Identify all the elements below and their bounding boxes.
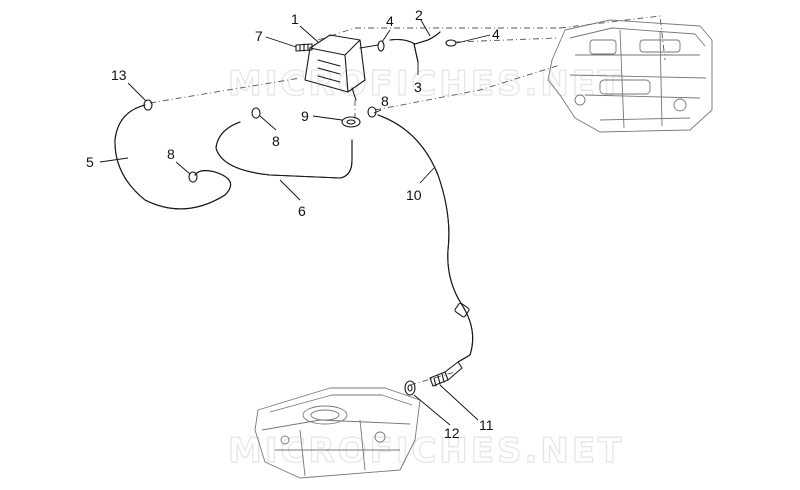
hose-clamp	[367, 106, 377, 118]
callout-3: 3	[414, 79, 422, 95]
callout-13: 13	[111, 67, 127, 83]
small-clips	[377, 39, 457, 52]
callout-4-upper: 4	[386, 13, 394, 29]
breather-tank	[304, 34, 379, 101]
callout-12: 12	[444, 425, 460, 441]
callout-labels: 1 2 3 4 4 5 6 7 8 8 8 9 10 11 12 13	[86, 7, 500, 441]
hose-clamp	[188, 171, 198, 183]
hose-left	[114, 104, 232, 210]
watermark-top: MICROFICHES.NET	[228, 64, 624, 104]
watermark-bottom: MICROFICHES.NET	[228, 431, 624, 471]
callout-8-right: 8	[381, 93, 389, 109]
oil-sump	[254, 387, 421, 479]
airbox-housing	[547, 19, 713, 133]
callout-5: 5	[86, 154, 94, 170]
callout-7: 7	[255, 28, 263, 44]
screw	[295, 43, 313, 52]
hose-long	[377, 114, 474, 363]
union-fitting	[429, 361, 463, 387]
callout-6: 6	[298, 203, 306, 219]
callout-10: 10	[406, 187, 422, 203]
leader-lines	[99, 19, 491, 426]
callout-1: 1	[291, 11, 299, 27]
callout-11: 11	[479, 417, 494, 433]
hose-middle	[215, 121, 353, 179]
pipe-fitting	[389, 31, 441, 63]
callout-4-right: 4	[492, 26, 500, 42]
hose-clamp	[251, 107, 261, 119]
callout-8-middle: 8	[272, 133, 280, 149]
grommet	[341, 116, 361, 128]
callout-8-left: 8	[167, 146, 175, 162]
reference-lines	[149, 15, 666, 386]
sealing-washer	[404, 380, 416, 396]
callout-9: 9	[301, 108, 309, 124]
callout-2: 2	[415, 7, 423, 23]
